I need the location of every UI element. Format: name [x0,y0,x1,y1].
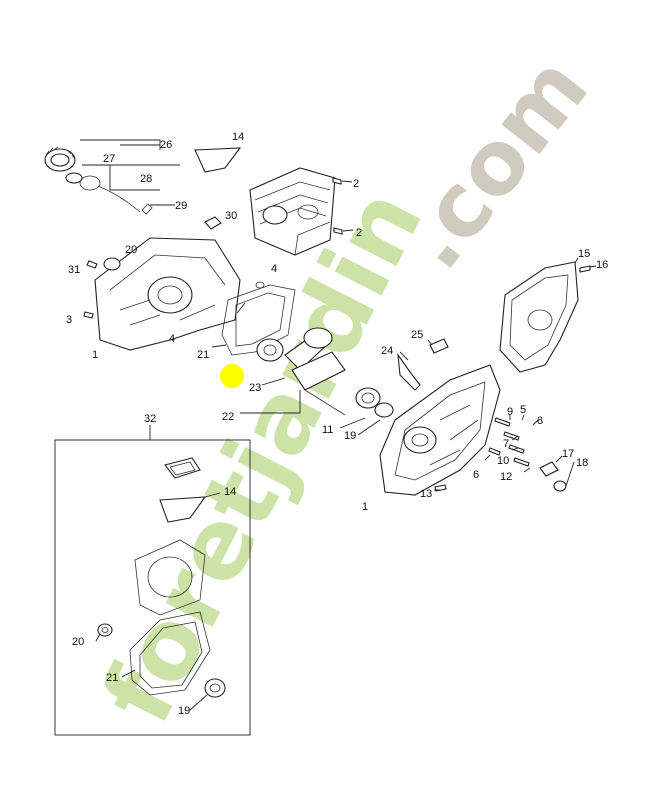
callout-lines-middle [211,302,381,436]
label-1-left: 1 [92,349,98,361]
sprocket-group [44,146,153,215]
part-number-labels: 26 27 28 29 14 30 2 2 4 20 31 3 4 1 21 2… [66,131,608,717]
crankcase-left [83,237,241,351]
label-9: 9 [507,406,513,418]
label-8: 8 [537,415,543,427]
kit-box-32 [54,425,251,736]
studs-group [488,417,567,492]
part-24-25 [397,338,449,391]
label-14-kit: 14 [224,486,236,498]
side-cover [499,261,591,373]
label-10: 10 [497,455,509,467]
label-4-left: 4 [169,333,175,345]
label-13: 13 [420,488,432,500]
label-6: 6 [473,469,479,481]
label-19-kit: 19 [178,705,190,717]
label-19-mid: 19 [344,430,356,442]
label-7: 7 [503,438,509,450]
label-30: 30 [225,210,237,222]
label-32: 32 [144,413,156,425]
label-31: 31 [68,264,80,276]
label-27: 27 [103,153,115,165]
label-14-top: 14 [232,131,244,143]
label-21-kit: 21 [106,672,118,684]
label-3: 3 [66,314,72,326]
label-28: 28 [140,173,152,185]
watermark-suffix: .com [380,37,608,288]
leader-24 [399,351,409,361]
leader-2b [342,229,354,232]
label-2-top: 2 [353,178,359,190]
label-18: 18 [576,457,588,469]
label-25: 25 [411,329,423,341]
label-1-right: 1 [362,501,368,513]
label-16: 16 [596,259,608,271]
label-4-top: 4 [271,263,277,275]
callout-lines-studs [434,414,575,491]
label-2-bottom: 2 [356,227,362,239]
callout-lines-kit [95,492,221,711]
label-23: 23 [249,382,261,394]
label-24: 24 [381,345,393,357]
label-17: 17 [562,448,574,460]
part-14-wedge [194,147,242,173]
label-5: 5 [520,404,526,416]
label-20-top: 20 [125,244,137,256]
leader-2a [341,180,353,183]
callout-lines-26-29 [80,139,180,206]
label-26: 26 [160,139,172,151]
part-30 [204,216,222,230]
label-15: 15 [578,248,590,260]
crankcase-right [379,364,501,496]
label-20-kit: 20 [72,636,84,648]
label-22: 22 [222,411,234,423]
highlight-marker [220,364,244,388]
leader-15 [574,257,579,264]
leader-16 [589,265,597,268]
cylinder [249,167,343,256]
label-21-mid: 21 [197,349,209,361]
label-12: 12 [500,471,512,483]
label-11: 11 [322,424,333,436]
label-29: 29 [175,200,187,212]
leader-25 [427,339,433,346]
crankshaft [256,327,394,418]
